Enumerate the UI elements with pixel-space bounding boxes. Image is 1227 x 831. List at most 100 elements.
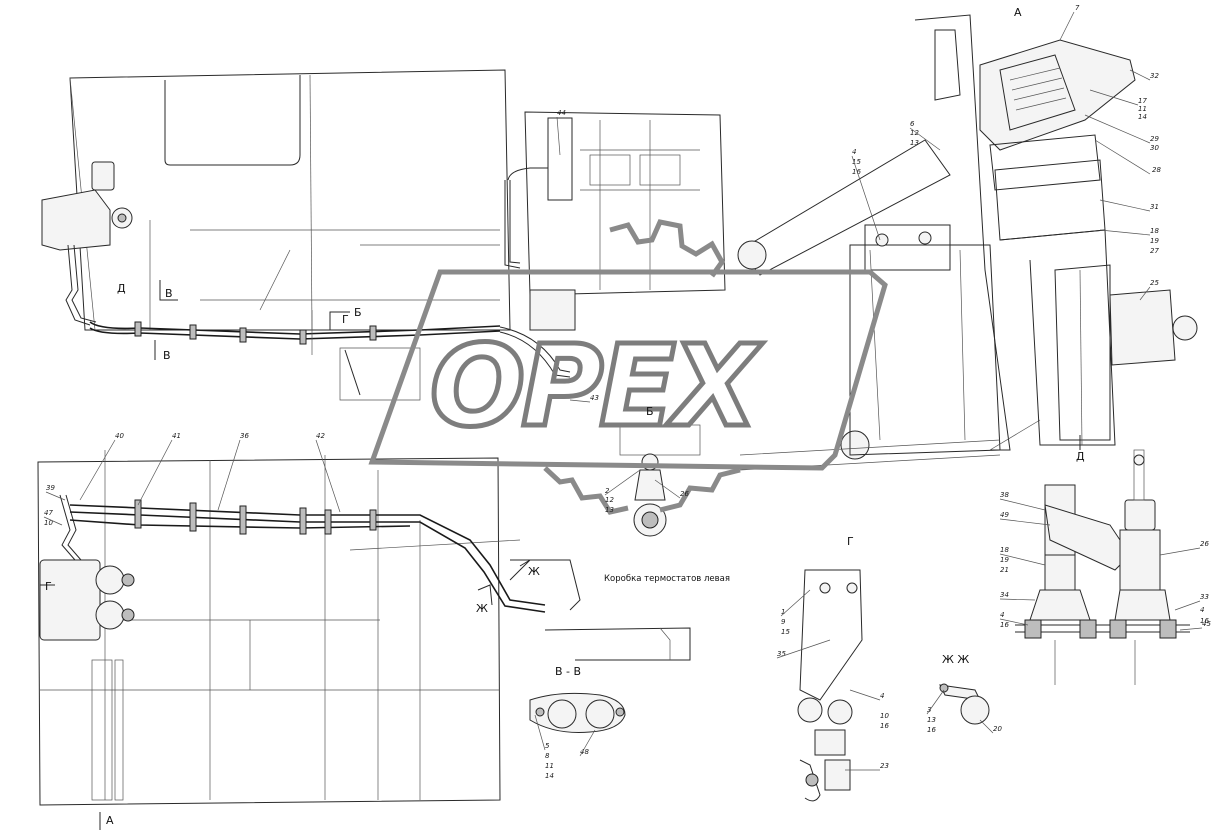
callout-c28: 28 [1152,166,1161,174]
leader-line [579,729,596,757]
detail-vv [529,692,626,733]
air-filter [979,39,1198,446]
callout-c13c: 13 [927,716,936,724]
section-labels: А А В В Г Г Д Д Б Б В - В Ж Ж Ж Г Ж Коро… [45,6,1085,827]
callout-c2: 2 [605,487,610,495]
callout-c26: 26 [680,490,689,498]
leader-line [999,553,1046,566]
leader-line [776,639,831,659]
callout-c11b: 11 [545,762,554,770]
callout-c16c: 16 [1200,617,1209,625]
heater-unit-top [41,161,133,326]
callout-c8: 8 [545,752,550,760]
callout-c4c: 4 [1200,606,1204,614]
leader-line [1099,199,1151,212]
section-b-cut: Б [354,306,362,319]
callout-c27: 27 [1150,247,1159,255]
section-b-top: В [165,287,173,300]
leader-line [999,618,1029,626]
section-zh-arrow: Ж [476,602,488,615]
callout-c12a: 12 [910,129,919,137]
callout-c12b: 12 [605,496,614,504]
callout-c11: 11 [1138,105,1147,113]
leader-line [1089,89,1139,106]
callouts: 7321711142930283118192725612134151644432… [43,4,1211,780]
leader-line [45,491,66,501]
leader-line [849,689,881,701]
cab-lower-view [37,450,521,806]
detail-vv-label: В - В [555,665,581,678]
callout-c9: 9 [781,618,786,626]
leader-line [315,439,341,513]
leader-line [79,439,116,501]
detail-d-label: Д [1076,450,1085,463]
leader-line [556,116,561,156]
leader-line [137,439,173,506]
leader-line [569,399,591,403]
radiator-arm [737,14,1041,471]
detail-g-label: Г [847,535,854,548]
section-g-arrow: Г [342,313,349,326]
leader-line [1179,627,1203,631]
callout-c40: 40 [115,432,124,440]
callout-c14a: 14 [1138,113,1147,121]
leader-line [926,689,945,715]
callout-c25: 25 [1150,279,1159,287]
cab-top-view [69,69,511,331]
detail-zh-label: Ж Ж [942,653,969,666]
callout-c36: 36 [240,432,249,440]
callout-c23: 23 [880,762,889,770]
callout-c33: 33 [1200,593,1209,601]
callout-c13a: 13 [910,139,919,147]
leader-line [1129,69,1151,81]
callout-c7: 7 [1075,4,1080,12]
callout-c43: 43 [590,394,599,402]
callout-c4a: 4 [852,148,856,156]
callout-c18: 18 [1150,227,1159,235]
thermostat-box-note: Коробка термостатов левая [604,574,730,584]
detail-g [797,569,863,802]
leader-line [1099,229,1151,236]
callout-c15b: 15 [781,628,790,636]
callout-c44: 44 [557,109,566,117]
watermark-text: OPEX [430,322,763,452]
callout-c16e: 16 [927,726,936,734]
callout-c31: 31 [1150,203,1159,211]
callout-c42: 42 [316,432,325,440]
view-a-label: А [1014,6,1022,19]
detail-zh [939,683,990,725]
leader-line [780,589,811,617]
callout-c19: 19 [1150,237,1159,245]
leader-line [999,518,1051,526]
leader-line [43,516,63,526]
callout-c10b: 10 [880,712,889,720]
watermark: OPEX [368,219,888,515]
leader-line [1174,600,1201,611]
callout-c16d: 16 [880,722,889,730]
callout-c32: 32 [1150,72,1159,80]
leader-line [1139,286,1151,301]
detail-d [1015,449,1190,685]
leader-line [604,469,641,496]
section-g-arrow-lower: Г [45,580,52,593]
leader-line [1084,114,1151,144]
callout-c19b: 19 [1000,556,1009,564]
section-zh-arrow-2: Ж [528,565,540,578]
leader-line [1059,11,1075,41]
callout-c30: 30 [1150,144,1159,152]
callout-c15a: 15 [852,158,861,166]
leader-line [534,714,546,751]
heater-unit-lower [39,494,135,641]
callout-c21: 21 [1000,566,1009,574]
callout-c38: 38 [1000,491,1009,499]
engine-block [339,111,726,401]
callout-c34: 34 [1000,591,1009,599]
callout-c14b: 14 [545,772,554,780]
callout-c1: 1 [781,608,785,616]
view-b-label: Б [646,405,654,418]
leader-line [851,155,881,241]
pipe-line-top [89,310,571,378]
callout-c4b: 4 [1000,611,1004,619]
leader-line [1159,547,1201,556]
callout-c47: 47 [44,509,53,517]
